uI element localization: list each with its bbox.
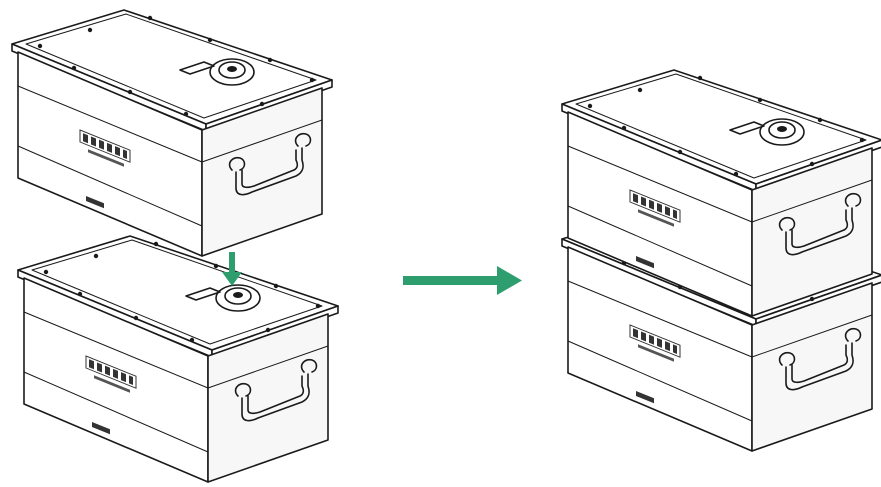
battery-module-bottom	[17, 235, 339, 483]
right-arrow-icon	[403, 266, 522, 295]
battery-module-top	[11, 9, 333, 257]
down-arrow-icon	[222, 252, 242, 286]
